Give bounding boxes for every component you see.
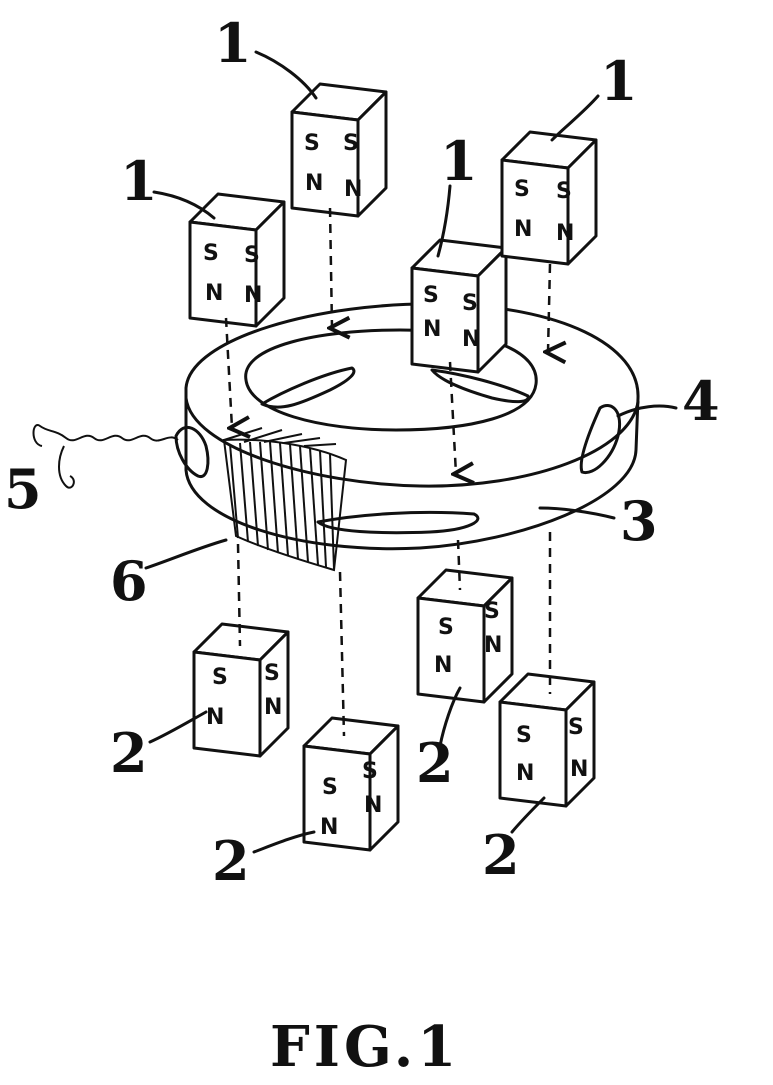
pole-s: S [484,599,500,624]
pole-n: N [516,761,534,786]
ring-3 [174,302,640,572]
lower-magnet-2c: S N S N [416,568,514,704]
pole-n: N [264,695,282,720]
pole-n: N [244,283,262,308]
pole-s: S [462,291,478,316]
ref-2-lower-magnet: 2 [482,823,520,887]
ref-1-upper-magnet: 1 [120,149,158,213]
lead-wires-5 [32,424,179,489]
pole-n: N [364,793,382,818]
upper-magnet-1d: S N S N [500,130,598,266]
pole-s: S [438,615,454,640]
pole-s: S [423,283,439,308]
upper-magnet-1b: S N S N [290,82,388,218]
ref-4-slot: 4 [682,369,720,433]
pole-s: S [362,759,378,784]
pole-n: N [423,317,441,342]
ref-6-coil: 6 [110,549,148,613]
lower-magnet-2b: S N S N [302,716,400,852]
ref-2-lower-magnet: 2 [416,731,454,795]
pole-n: N [434,653,452,678]
leader-lines [144,50,678,854]
ref-1-upper-magnet: 1 [214,11,252,75]
upper-magnet-1c: S N S N [410,238,508,374]
pole-n: N [344,177,362,202]
pole-n: N [206,705,224,730]
pole-n: N [305,171,323,196]
pole-s: S [343,131,359,156]
pole-n: N [514,217,532,242]
pole-s: S [568,715,584,740]
ref-1-upper-magnet: 1 [600,49,638,113]
ref-1-upper-magnet: 1 [440,129,478,193]
lower-magnet-2d: S N S N [498,672,596,808]
pole-s: S [212,665,228,690]
pole-s: S [516,723,532,748]
ref-2-lower-magnet: 2 [212,829,250,893]
pole-n: N [556,221,574,246]
upper-magnet-1a: S N S N [188,192,286,328]
pole-n: N [484,633,502,658]
pole-s: S [322,775,338,800]
pole-s: S [244,243,260,268]
pole-s: S [514,177,530,202]
lower-magnet-2a: S N S N [192,622,290,758]
figure-caption: FIG.1 [270,1014,460,1080]
pole-n: N [320,815,338,840]
coil-6-windings [223,427,337,570]
pole-n: N [205,281,223,306]
pole-s: S [264,661,280,686]
pole-n: N [570,757,588,782]
pole-s: S [203,241,219,266]
pole-s: S [304,131,320,156]
pole-s: S [556,179,572,204]
ref-5-lead-wires: 5 [4,457,42,521]
pole-n: N [462,327,480,352]
ref-3-ring: 3 [620,489,658,553]
assembly-guide-lines [224,207,550,737]
ref-2-lower-magnet: 2 [110,721,148,785]
